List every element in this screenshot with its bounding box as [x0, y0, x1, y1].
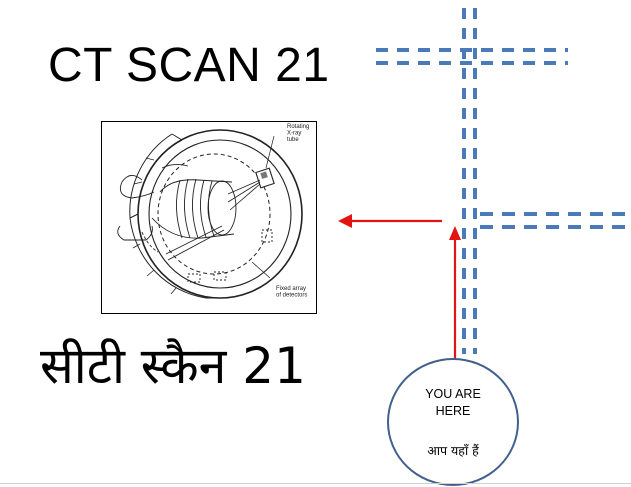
ct-scanner-diagram: Rotating X-ray tube Fixed array of detec… [101, 121, 317, 314]
up-arrow-head-icon [449, 226, 461, 240]
label-rotating-xray-tube: Rotating X-ray tube [287, 124, 311, 143]
left-arrow-head-icon [338, 214, 352, 228]
bottom-divider [0, 483, 631, 484]
slide-title-english: CT SCAN 21 [48, 39, 330, 92]
you-are-here-text-hindi: आप यहाँ हैं [427, 443, 479, 458]
slide-title-hindi: सीटी स्कैन 21 [40, 337, 306, 395]
direction-arrows [346, 219, 457, 360]
label-fixed-array-detectors: Fixed array of detectors [276, 286, 308, 299]
ct-gantry-illustration: Rotating X-ray tube Fixed array of detec… [117, 124, 311, 299]
vertical-road-dashes [462, 8, 477, 354]
middle-horizontal-road-dashes [480, 212, 626, 229]
you-are-here-marker: YOU ARE HERE आप यहाँ हैं [387, 358, 519, 486]
you-are-here-text-english: YOU ARE HERE [425, 387, 481, 418]
top-horizontal-road-dashes [376, 48, 568, 65]
